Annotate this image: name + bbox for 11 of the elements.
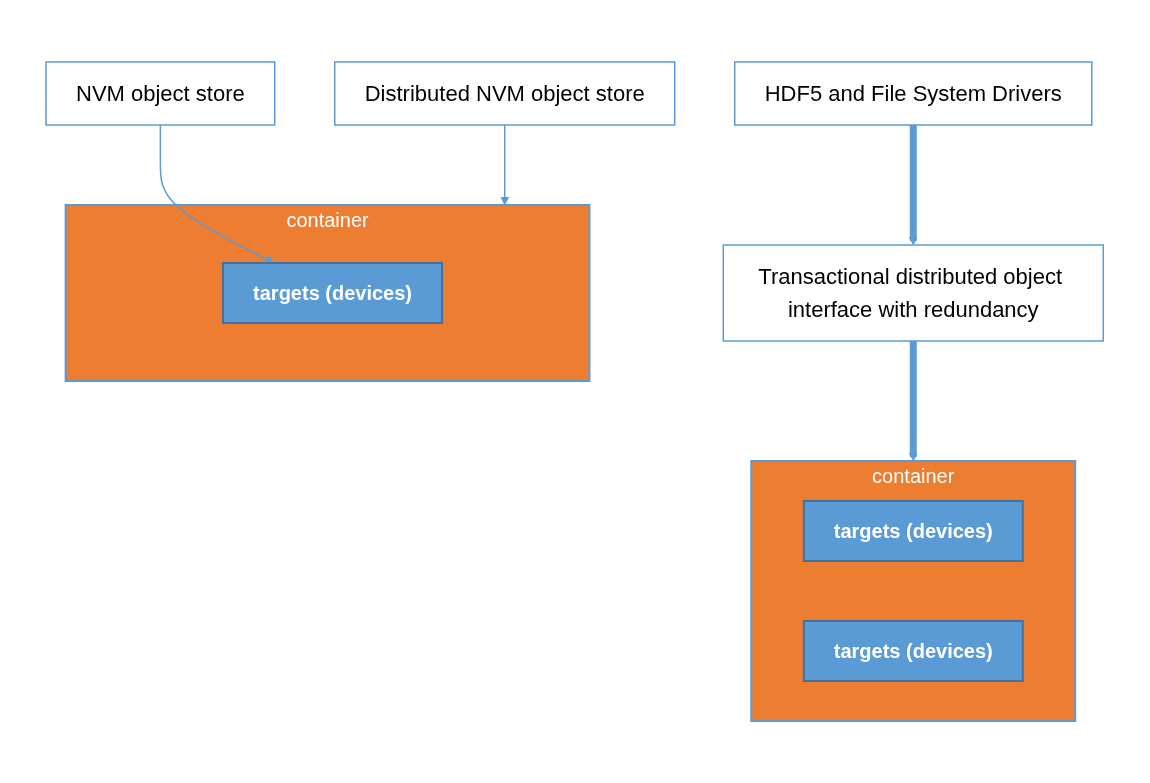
arrow xyxy=(909,341,918,462)
node-box: targets (devices) xyxy=(803,500,1025,562)
node-box: Transactional distributed object interface with redundancy xyxy=(722,244,1105,342)
arrow xyxy=(500,124,510,206)
node-box: targets (devices) xyxy=(222,262,444,324)
node-box: targets (devices) xyxy=(803,620,1025,682)
arrow xyxy=(909,125,918,246)
arrow xyxy=(160,124,275,264)
node-box: NVM object store xyxy=(45,61,276,126)
node-box: Distributed NVM object store xyxy=(334,61,676,126)
node-box: HDF5 and File System Drivers xyxy=(734,61,1093,126)
